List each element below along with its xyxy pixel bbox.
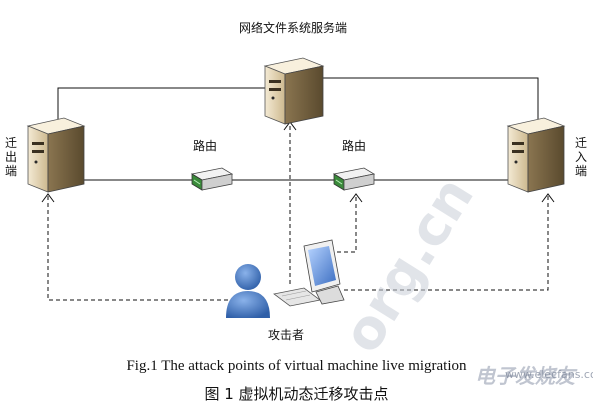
- router-1-icon: [190, 167, 234, 191]
- dest-server-label: 迁入端: [574, 136, 587, 178]
- attack-line-dest: [344, 196, 549, 291]
- nfs-server-icon: [263, 57, 325, 125]
- router-1-label: 路由: [193, 139, 218, 153]
- link-server-dest: [322, 77, 539, 128]
- monitor-icon: [303, 239, 345, 305]
- link-source-server: [57, 87, 268, 128]
- watermark-url: www.elecfans.com: [505, 368, 593, 381]
- attack-lines: [47, 124, 549, 301]
- network-links: [57, 77, 539, 181]
- dest-server-icon: [506, 117, 566, 193]
- figure-caption-chinese: 图 1 虚拟机动态迁移攻击点: [204, 385, 389, 403]
- attacker-person-icon: [226, 264, 270, 318]
- attack-marker-source: [41, 193, 55, 203]
- attack-line-source: [47, 196, 228, 301]
- attack-marker-router2: [349, 193, 363, 203]
- attacker-label: 攻击者: [268, 328, 305, 342]
- source-server-label: 迁出端: [4, 136, 17, 178]
- attack-marker-dest: [541, 193, 555, 203]
- source-server-icon: [26, 117, 86, 193]
- figure-caption-english: Fig.1 The attack points of virtual machi…: [126, 358, 467, 374]
- attack-markers: [41, 121, 555, 203]
- watermark-logo: 电子发烧友: [475, 364, 575, 388]
- router-2-label: 路由: [342, 139, 367, 153]
- nfs-server-label: 网络文件系统服务端: [239, 21, 348, 35]
- attack-line-router2: [330, 196, 357, 253]
- router-2-icon: [332, 167, 376, 191]
